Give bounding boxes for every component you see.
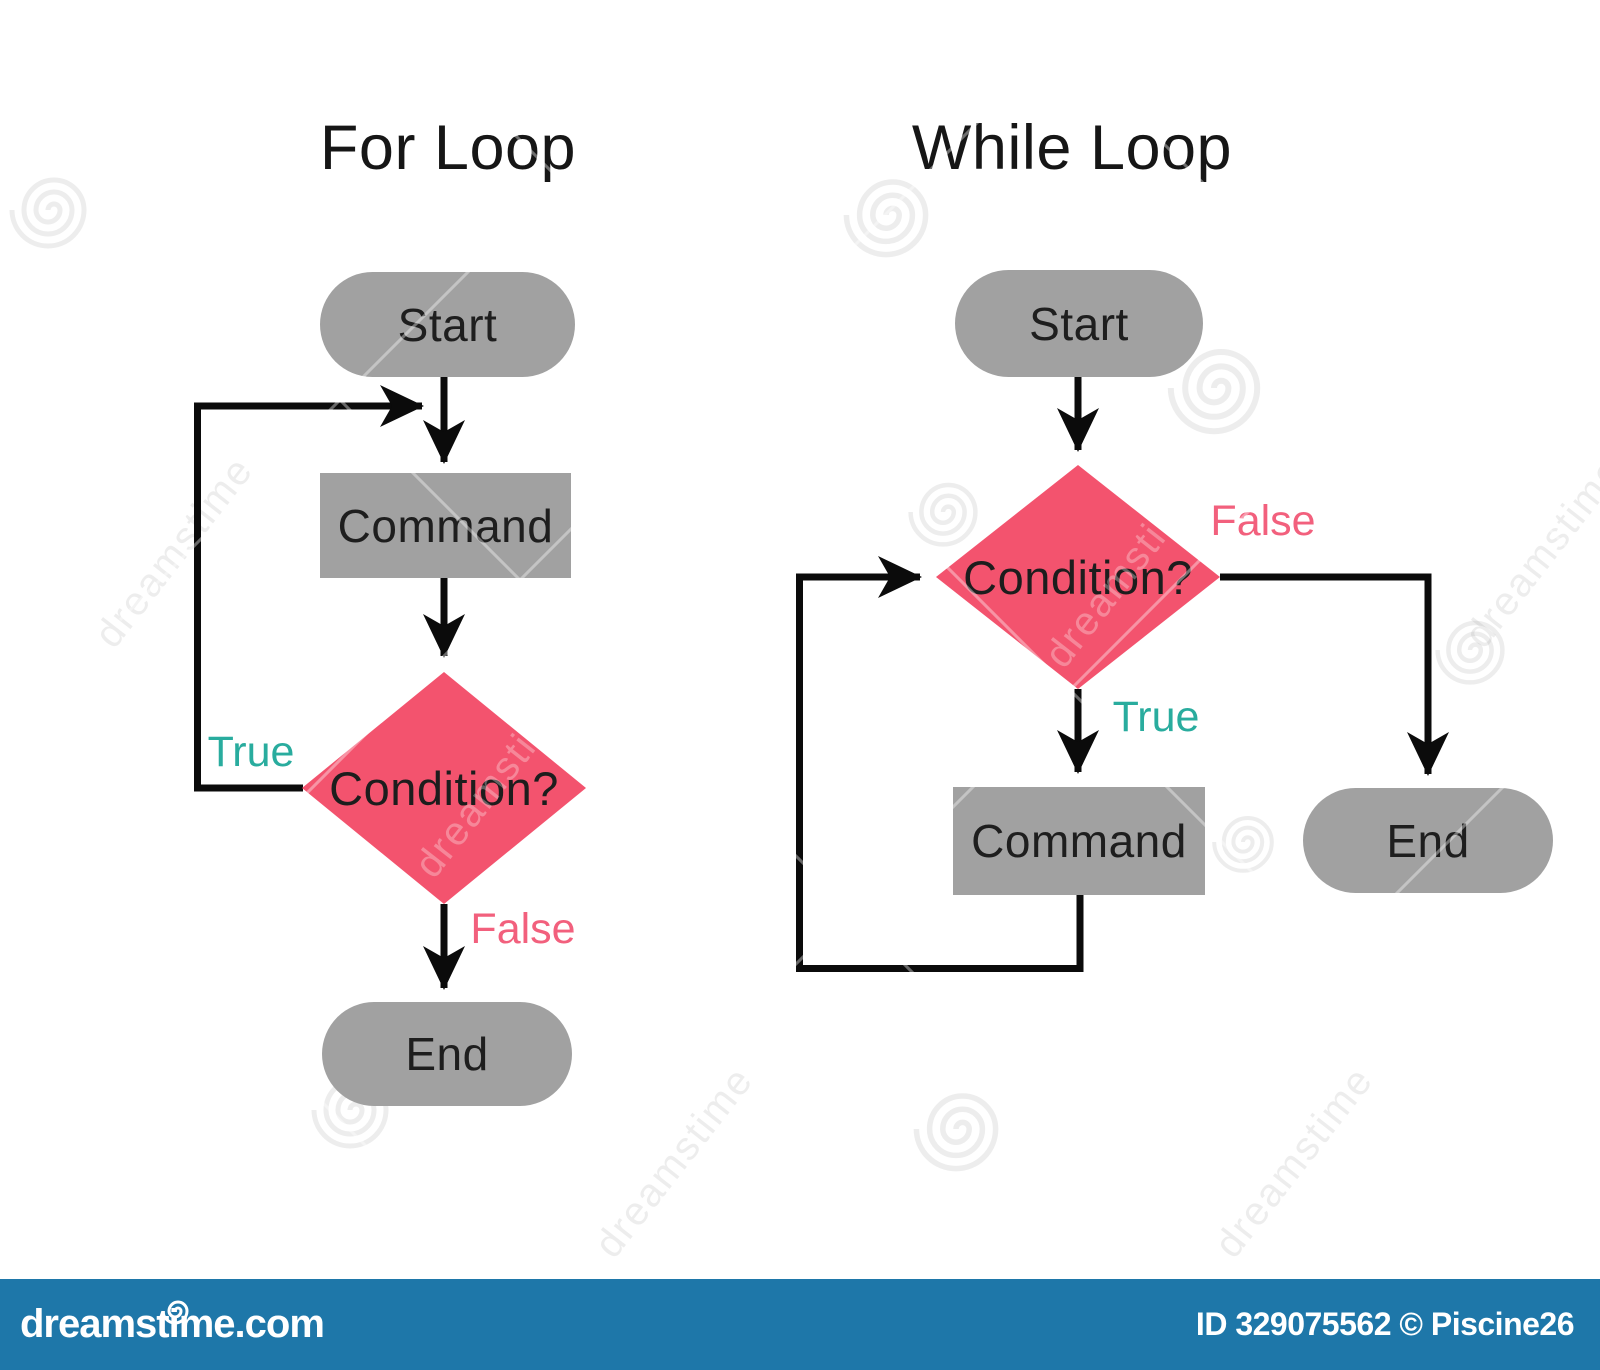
while-loop-title: While Loop xyxy=(911,113,1233,183)
for-start-label: Start xyxy=(397,298,498,351)
image-id-credit-text: ID 329075562 © Piscine26 xyxy=(1195,1306,1575,1342)
while-end-label: End xyxy=(1386,814,1470,867)
while-true-branch-label: True xyxy=(1112,693,1200,741)
for-command-label: Command xyxy=(337,499,554,552)
while-start-node: Start xyxy=(955,270,1203,377)
for-end-label: End xyxy=(405,1028,489,1080)
while-connector-loopback xyxy=(796,556,1084,972)
while-connector-false-to-end xyxy=(1220,573,1449,776)
while-end-node: End xyxy=(1303,788,1553,893)
for-true-branch-label: True xyxy=(207,728,295,776)
for-condition-label: Condition? xyxy=(329,761,559,815)
while-command-node: Command xyxy=(953,787,1205,895)
logo-spiral-icon xyxy=(161,1300,189,1325)
for-loop-title: For Loop xyxy=(319,113,577,183)
while-command-label: Command xyxy=(971,815,1187,867)
for-start-node: Start xyxy=(320,272,575,377)
for-false-branch-label: False xyxy=(470,905,576,953)
watermark-footer-bar: dreamstime.com ID 329075562 © Piscine26 xyxy=(0,1279,1600,1370)
for-command-node: Command xyxy=(320,473,571,578)
for-end-node: End xyxy=(322,1002,572,1106)
while-condition-label: Condition? xyxy=(963,550,1193,604)
while-start-label: Start xyxy=(1029,297,1129,350)
for-connector-true-loopback xyxy=(194,406,303,792)
while-false-branch-label: False xyxy=(1210,497,1316,545)
